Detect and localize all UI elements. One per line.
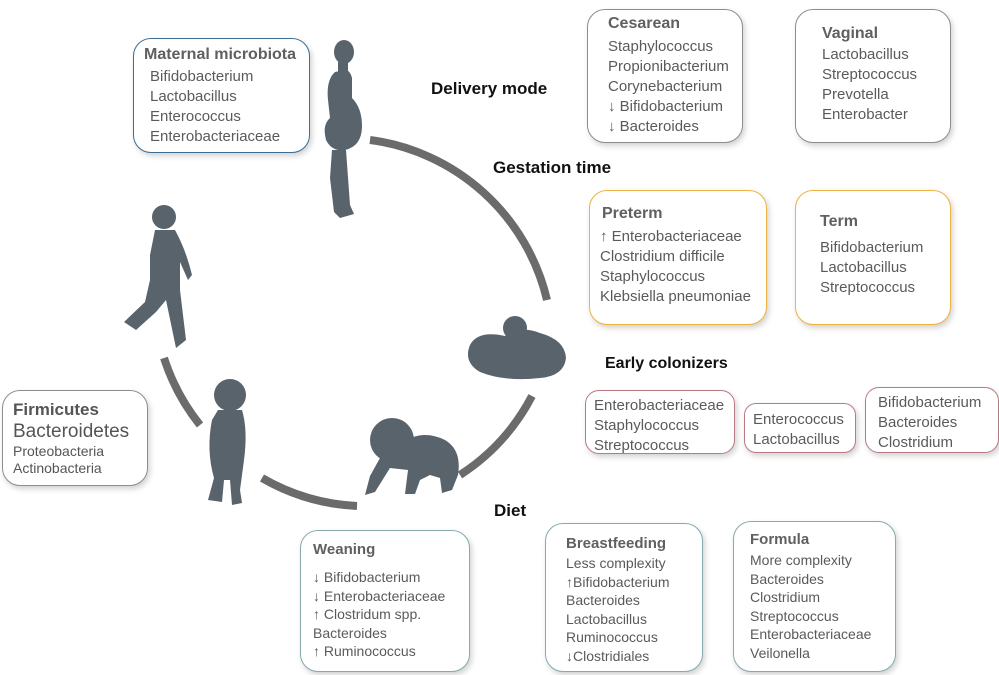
diet-label: Diet	[494, 501, 527, 520]
early-colonizers-box-2: Enterococcus Lactobacillus	[744, 403, 856, 453]
maternal-item: Bifidobacterium	[150, 68, 254, 85]
term-item: Bifidobacterium	[820, 239, 924, 256]
cycle-arc-toddler-child	[160, 356, 204, 428]
firmicutes-title: Firmicutes	[13, 400, 99, 419]
term-item: Streptococcus	[820, 279, 916, 296]
cycle-arc-birth-infant	[457, 394, 536, 479]
walking-child-icon	[124, 205, 192, 348]
vaginal-item: Streptococcus	[822, 66, 918, 83]
breastfeeding-item: Lactobacillus	[566, 610, 647, 627]
actinobacteria-text: Actinobacteria	[13, 460, 102, 476]
preterm-item: Clostridium difficile	[600, 248, 725, 265]
maternal-microbiota-title: Maternal microbiota	[144, 46, 297, 63]
weaning-item: ↑ Ruminococcus	[313, 643, 416, 659]
maternal-item: Enterobacteriaceae	[150, 128, 281, 145]
weaning-item: ↑ Clostridum spp.	[313, 606, 422, 622]
breastfeeding-box: Breastfeeding Less complexity ↑Bifidobac…	[545, 523, 703, 672]
weaning-item: ↓ Enterobacteriaceae	[313, 587, 446, 604]
cycle-arc-crawl-toddler	[259, 474, 358, 510]
early-colonizers-box-3: Bifidobacterium Bacteroides Clostridium	[865, 387, 999, 453]
delivery-mode-label: Delivery mode	[431, 79, 548, 98]
weaning-item: Bacteroides	[313, 624, 387, 641]
gestation-time-label: Gestation time	[493, 158, 612, 177]
cesarean-title: Cesarean	[608, 15, 681, 32]
weaning-item: ↓ Bifidobacterium	[313, 569, 421, 585]
formula-item: Bacteroides	[750, 570, 824, 587]
cesarean-item: ↓ Bifidobacterium	[608, 98, 724, 115]
cesarean-item: Propionibacterium	[608, 58, 729, 75]
preterm-item: Staphylococcus	[600, 268, 706, 285]
breastfeeding-item: Less complexity	[566, 555, 666, 571]
maternal-item: Lactobacillus	[150, 88, 237, 105]
early-colonizer-item: Enterococcus	[753, 411, 844, 428]
cycle-arc-pregnancy-birth	[369, 136, 551, 301]
early-colonizers-label: Early colonizers	[605, 355, 728, 372]
vaginal-item: Prevotella	[822, 86, 889, 103]
formula-item: Clostridium	[750, 589, 821, 605]
early-colonizer-item: Lactobacillus	[753, 431, 840, 448]
preterm-item: ↑ Enterobacteriaceae	[600, 228, 742, 245]
formula-item: Veilonella	[750, 644, 810, 661]
early-colonizer-item: Bacteroides	[878, 414, 958, 431]
formula-item: Enterobacteriaceae	[750, 626, 872, 642]
breastfeeding-item: Ruminococcus	[566, 629, 658, 645]
early-colonizer-item: Streptococcus	[594, 437, 690, 454]
vaginal-box: Vaginal Lactobacillus Streptococcus Prev…	[795, 9, 951, 143]
formula-box: Formula More complexity Bacteroides Clos…	[733, 521, 896, 672]
newborn-baby-icon	[467, 316, 566, 380]
breastfeeding-item: ↓Clostridiales	[566, 647, 650, 664]
bacteroidetes-text: Bacteroidetes	[13, 421, 130, 442]
early-colonizer-item: Bifidobacterium	[878, 394, 982, 411]
pregnant-woman-icon	[324, 40, 362, 218]
term-box: Term Bifidobacterium Lactobacillus Strep…	[795, 190, 951, 325]
crawling-baby-icon	[365, 418, 459, 495]
term-title: Term	[820, 213, 858, 230]
proteobacteria-text: Proteobacteria	[13, 443, 105, 459]
breastfeeding-item: Bacteroides	[566, 592, 640, 608]
early-colonizers-box-1: Enterobacteriaceae Staphylococcus Strept…	[585, 390, 735, 454]
toddler-icon	[208, 379, 246, 505]
vaginal-item: Enterobacter	[822, 106, 908, 123]
preterm-title: Preterm	[602, 205, 663, 222]
weaning-title: Weaning	[313, 541, 376, 558]
adult-microbiota-box: Firmicutes Bacteroidetes Proteobacteria …	[2, 390, 148, 486]
early-colonizer-item: Enterobacteriaceae	[594, 397, 725, 414]
formula-item: Streptococcus	[750, 607, 839, 624]
breastfeeding-item: ↑Bifidobacterium	[566, 573, 670, 590]
weaning-box: Weaning ↓ Bifidobacterium ↓ Enterobacter…	[300, 530, 470, 672]
preterm-item: Klebsiella pneumoniae	[600, 288, 751, 305]
maternal-microbiota-box: Maternal microbiota Bifidobacterium Lact…	[133, 38, 310, 153]
vaginal-item: Lactobacillus	[822, 46, 909, 63]
preterm-box: Preterm ↑ Enterobacteriaceae Clostridium…	[589, 190, 767, 325]
term-item: Lactobacillus	[820, 259, 907, 276]
cesarean-item: Staphylococcus	[608, 38, 714, 55]
formula-title: Formula	[750, 531, 810, 548]
maternal-item: Enterococcus	[150, 108, 241, 125]
cesarean-item: Corynebacterium	[608, 78, 723, 95]
breastfeeding-title: Breastfeeding	[566, 535, 667, 552]
cesarean-box: Cesarean Staphylococcus Propionibacteriu…	[587, 9, 743, 143]
cesarean-item: ↓ Bacteroides	[608, 118, 699, 135]
vaginal-title: Vaginal	[822, 25, 879, 42]
formula-item: More complexity	[750, 552, 852, 568]
early-colonizer-item: Staphylococcus	[594, 417, 700, 434]
early-colonizer-item: Clostridium	[878, 434, 954, 451]
